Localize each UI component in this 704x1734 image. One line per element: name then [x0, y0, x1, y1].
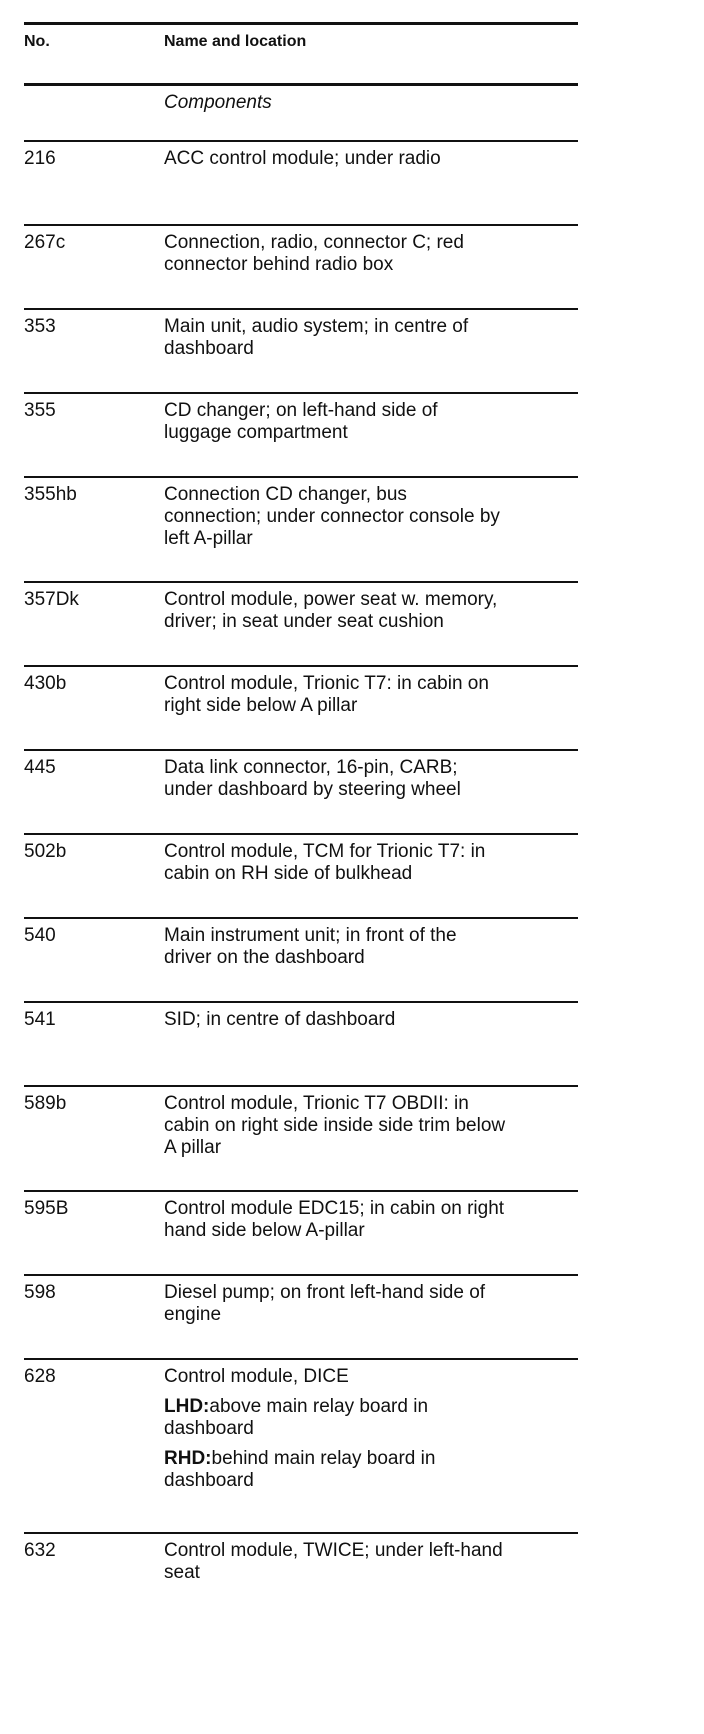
description-line: Connection, radio, connector C; red — [164, 232, 464, 253]
table-row: 632 Control module, TWICE; under left-ha… — [24, 1534, 578, 1616]
description-line: under dashboard by steering wheel — [164, 779, 461, 800]
description-title: Control module, DICE — [164, 1366, 349, 1387]
description-line: driver; in seat under seat cushion — [164, 611, 444, 632]
description-line: dashboard — [164, 338, 254, 359]
description-line: Main instrument unit; in front of the — [164, 925, 457, 946]
description-line: SID; in centre of dashboard — [164, 1009, 396, 1030]
section-row: Components — [24, 86, 578, 142]
component-description: CD changer; on left-hand side of luggage… — [164, 400, 588, 444]
table-row: 502b Control module, TCM for Trionic T7:… — [24, 835, 578, 919]
description-line: Control module, TWICE; under left-hand — [164, 1540, 503, 1561]
component-table: No. Name and location Components 216 ACC… — [24, 22, 578, 1616]
component-number: 628 — [24, 1366, 56, 1387]
component-number: 541 — [24, 1009, 56, 1030]
table-row: 540 Main instrument unit; in front of th… — [24, 919, 578, 1003]
section-label: Components — [164, 92, 272, 113]
component-number: 357Dk — [24, 589, 79, 610]
component-description: SID; in centre of dashboard — [164, 1009, 588, 1031]
description-line: Control module, TCM for Trionic T7: in — [164, 841, 486, 862]
component-number: 355hb — [24, 484, 77, 505]
description-line: driver on the dashboard — [164, 947, 365, 968]
description-line: cabin on RH side of bulkhead — [164, 863, 413, 884]
component-number: 598 — [24, 1282, 56, 1303]
description-line: luggage compartment — [164, 422, 348, 443]
table-row: 628 Control module, DICE LHD:above main … — [24, 1360, 578, 1534]
component-number: 430b — [24, 673, 67, 694]
description-line: above main relay board in — [209, 1396, 429, 1417]
component-number: 589b — [24, 1093, 67, 1114]
description-line: ACC control module; under radio — [164, 148, 441, 169]
description-line: right side below A pillar — [164, 695, 358, 716]
description-line: Control module EDC15; in cabin on right — [164, 1198, 505, 1219]
description-line: Diesel pump; on front left-hand side of — [164, 1282, 486, 1303]
description-line: hand side below A-pillar — [164, 1220, 365, 1241]
description-line: seat — [164, 1562, 200, 1583]
table-row: 598 Diesel pump; on front left-hand side… — [24, 1276, 578, 1360]
component-description: Main unit, audio system; in centre of da… — [164, 316, 588, 360]
component-number: 445 — [24, 757, 56, 778]
description-line: Main unit, audio system; in centre of — [164, 316, 469, 337]
description-line: behind main relay board in — [211, 1448, 436, 1469]
component-description: Control module EDC15; in cabin on right … — [164, 1198, 588, 1242]
component-number: 632 — [24, 1540, 56, 1561]
component-description: Control module, power seat w. memory, dr… — [164, 589, 588, 633]
description-line: cabin on right side inside side trim bel… — [164, 1115, 506, 1136]
rhd-label: RHD: — [164, 1448, 212, 1469]
component-number: 355 — [24, 400, 56, 421]
column-header-no: No. — [24, 33, 50, 50]
description-line: Data link connector, 16-pin, CARB; — [164, 757, 458, 778]
component-description: Data link connector, 16-pin, CARB; under… — [164, 757, 588, 801]
description-line: engine — [164, 1304, 222, 1325]
component-number: 595B — [24, 1198, 69, 1219]
component-description: Main instrument unit; in front of the dr… — [164, 925, 588, 969]
component-number: 502b — [24, 841, 67, 862]
table-row: 445 Data link connector, 16-pin, CARB; u… — [24, 751, 578, 835]
lhd-label: LHD: — [164, 1396, 210, 1417]
table-row: 353 Main unit, audio system; in centre o… — [24, 310, 578, 394]
component-description: Control module, TWICE; under left-hand s… — [164, 1540, 588, 1584]
component-description: Connection CD changer, bus connection; u… — [164, 484, 588, 550]
table-row: 355hb Connection CD changer, bus connect… — [24, 478, 578, 583]
component-number: 353 — [24, 316, 56, 337]
description-line: dashboard — [164, 1470, 254, 1491]
table-row: 595B Control module EDC15; in cabin on r… — [24, 1192, 578, 1276]
table-row: 541 SID; in centre of dashboard — [24, 1003, 578, 1087]
table-header: No. Name and location — [24, 22, 578, 86]
description-line: dashboard — [164, 1418, 254, 1439]
component-description: ACC control module; under radio — [164, 148, 588, 170]
component-number: 267c — [24, 232, 66, 253]
component-description: Control module, DICE LHD:above main rela… — [164, 1366, 588, 1500]
table-row: 430b Control module, Trionic T7: in cabi… — [24, 667, 578, 751]
description-line: connector behind radio box — [164, 254, 394, 275]
component-description: Control module, Trionic T7 OBDII: in cab… — [164, 1093, 588, 1159]
component-description: Control module, Trionic T7: in cabin on … — [164, 673, 588, 717]
component-number: 216 — [24, 148, 56, 169]
description-line: Connection CD changer, bus — [164, 484, 407, 505]
table-row: 589b Control module, Trionic T7 OBDII: i… — [24, 1087, 578, 1192]
component-description: Connection, radio, connector C; red conn… — [164, 232, 588, 276]
component-number: 540 — [24, 925, 56, 946]
description-line: CD changer; on left-hand side of — [164, 400, 438, 421]
table-row: 267c Connection, radio, connector C; red… — [24, 226, 578, 310]
description-line: A pillar — [164, 1137, 222, 1158]
column-header-name: Name and location — [164, 33, 307, 50]
description-line: left A-pillar — [164, 528, 253, 549]
description-line: Control module, Trionic T7 OBDII: in — [164, 1093, 469, 1114]
component-description: Control module, TCM for Trionic T7: in c… — [164, 841, 588, 885]
description-line: connection; under connector console by — [164, 506, 500, 527]
table-row: 216 ACC control module; under radio — [24, 142, 578, 226]
description-line: Control module, power seat w. memory, — [164, 589, 498, 610]
table-row: 355 CD changer; on left-hand side of lug… — [24, 394, 578, 478]
table-row: 357Dk Control module, power seat w. memo… — [24, 583, 578, 667]
description-line: Control module, Trionic T7: in cabin on — [164, 673, 489, 694]
component-description: Diesel pump; on front left-hand side of … — [164, 1282, 588, 1326]
